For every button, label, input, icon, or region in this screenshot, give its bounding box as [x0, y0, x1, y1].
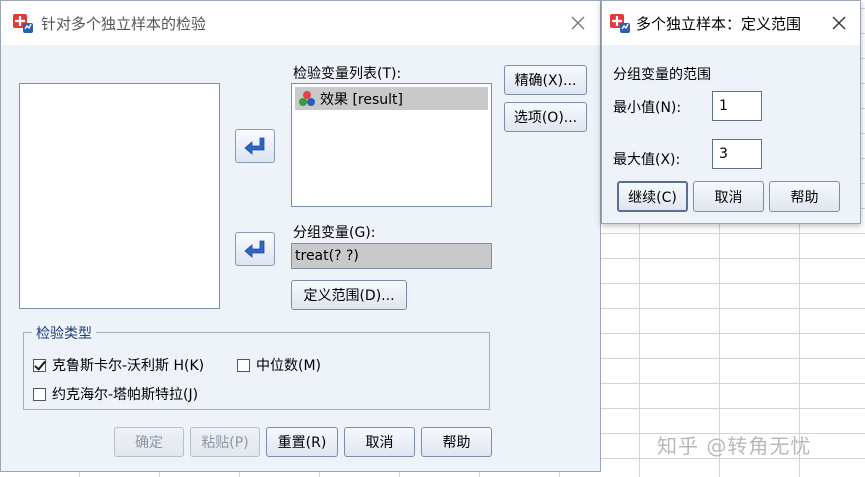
paste-button[interactable]: 粘贴(P) — [190, 427, 260, 457]
median-checkbox[interactable]: 中位数(M) — [237, 355, 321, 375]
move-to-test-list-button[interactable] — [235, 129, 275, 163]
kruskal-wallis-checkbox[interactable]: 克鲁斯卡尔-沃利斯 H(K) — [33, 355, 204, 375]
dialog-title: 针对多个独立样本的检验 — [41, 15, 207, 33]
range-dialog-title: 多个独立样本：定义范围 — [636, 15, 802, 33]
arrow-left-icon — [244, 137, 265, 155]
source-variable-list[interactable] — [19, 83, 220, 309]
test-variable-list-label: 检验变量列表(T): — [293, 66, 402, 82]
group-variable-value: treat(? ?) — [295, 248, 359, 264]
jonckheere-terpstra-label: 约克海尔-塔帕斯特拉(J) — [52, 387, 199, 403]
group-variable-field[interactable]: treat(? ?) — [291, 243, 492, 269]
options-button[interactable]: 选项(O)... — [504, 102, 587, 132]
test-type-group: 检验类型 克鲁斯卡尔-沃利斯 H(K) 中位数(M) 约克海尔-塔帕斯特拉(J) — [23, 323, 490, 410]
define-range-button[interactable]: 定义范围(D)... — [291, 280, 407, 310]
spss-app-icon — [12, 12, 34, 38]
reset-button[interactable]: 重置(R) — [266, 427, 338, 457]
kruskal-wallis-label: 克鲁斯卡尔-沃利斯 H(K) — [52, 358, 205, 374]
help-button[interactable]: 帮助 — [421, 427, 492, 457]
range-cancel-button[interactable]: 取消 — [693, 181, 764, 212]
spss-app-icon — [609, 12, 631, 38]
test-type-title: 检验类型 — [32, 323, 96, 343]
max-value-label: 最大值(X): — [613, 152, 681, 168]
close-icon[interactable] — [824, 9, 854, 37]
range-section-label: 分组变量的范围 — [613, 67, 711, 83]
cancel-button[interactable]: 取消 — [344, 427, 415, 457]
min-value-field[interactable] — [712, 91, 762, 121]
exact-button[interactable]: 精确(X)... — [504, 65, 587, 95]
scale-variable-icon — [299, 90, 315, 106]
checkbox-checked[interactable] — [33, 358, 46, 372]
test-variable-label: 效果 [result] — [320, 91, 403, 108]
max-value-field[interactable] — [712, 139, 762, 169]
range-dialog-titlebar[interactable]: 多个独立样本：定义范围 — [602, 1, 860, 45]
define-range-dialog: 多个独立样本：定义范围 分组变量的范围 最小值(N): 最大值(X): 继续(C… — [601, 0, 861, 224]
jonckheere-terpstra-checkbox[interactable]: 约克海尔-塔帕斯特拉(J) — [33, 384, 198, 404]
watermark-text: 知乎 @转角无忧 — [657, 434, 812, 458]
close-icon[interactable] — [563, 9, 593, 37]
test-variable-item[interactable]: 效果 [result] — [295, 87, 488, 110]
range-help-button[interactable]: 帮助 — [769, 181, 840, 212]
min-value-label: 最小值(N): — [613, 100, 682, 116]
independent-samples-dialog: 针对多个独立样本的检验 检验变量列表(T): 效果 [result] 分组变量(… — [0, 0, 601, 472]
dialog-titlebar[interactable]: 针对多个独立样本的检验 — [1, 1, 600, 45]
arrow-left-icon — [244, 240, 265, 258]
test-variable-list[interactable]: 效果 [result] — [291, 83, 492, 207]
ok-button[interactable]: 确定 — [114, 427, 184, 457]
median-label: 中位数(M) — [256, 358, 322, 374]
checkbox-unchecked[interactable] — [237, 358, 250, 372]
continue-button[interactable]: 继续(C) — [617, 181, 688, 212]
group-variable-label: 分组变量(G): — [293, 225, 376, 241]
move-to-group-var-button[interactable] — [235, 232, 275, 266]
checkbox-unchecked[interactable] — [33, 387, 46, 401]
